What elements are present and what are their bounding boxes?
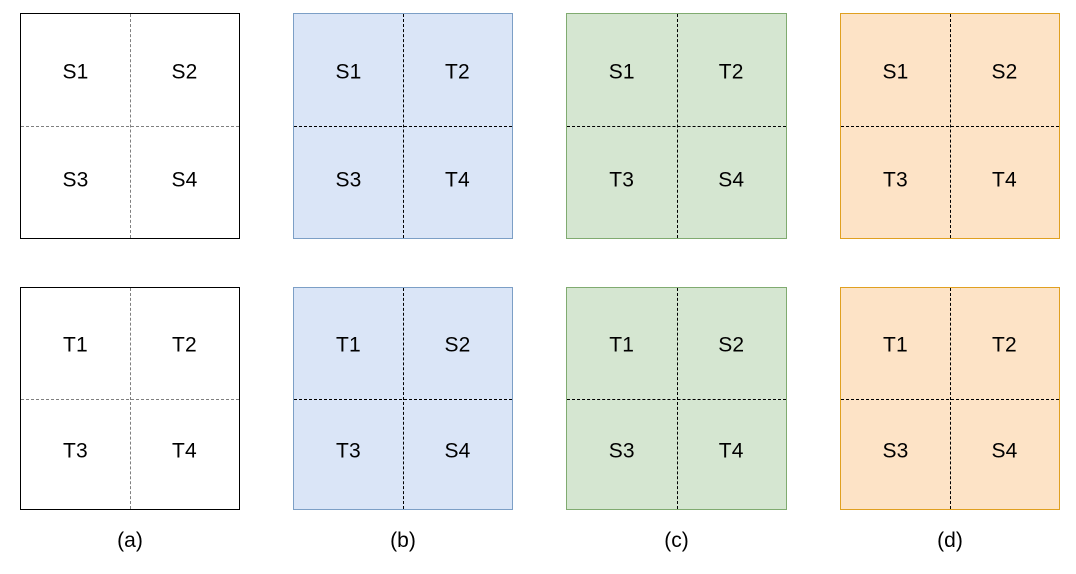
quadrant-cell: S4 <box>403 399 512 510</box>
quadrant-cell: S3 <box>841 399 950 510</box>
quadrant-label: S4 <box>991 439 1018 463</box>
quadrant-cell: T1 <box>567 288 677 399</box>
panel-b-bottom-box: T1 S2 T3 S4 <box>293 287 513 510</box>
quadrant-label: T2 <box>992 333 1017 357</box>
quadrant-label: T1 <box>609 333 635 357</box>
quadrant-label: T3 <box>609 167 635 191</box>
quadrant-cell: T3 <box>294 399 403 510</box>
quadrant-cell: T4 <box>677 399 787 510</box>
quadrant-cell: S2 <box>403 288 512 399</box>
quadrant-cell: T3 <box>21 399 130 510</box>
quadrant-cell: S4 <box>677 126 787 238</box>
quadrant-label: T2 <box>445 60 470 84</box>
panel-b-top-box: S1 T2 S3 T4 <box>293 13 513 239</box>
quadrant-label: S2 <box>718 333 745 357</box>
panel-c: S1 T2 T3 S4 <box>566 13 787 239</box>
quadrant-cell: T2 <box>950 288 1059 399</box>
quadrant-label: T2 <box>172 333 197 357</box>
quadrant-cell: S2 <box>677 288 787 399</box>
panel-a-bottom: T1 T2 T3 T4 <box>20 287 240 510</box>
quadrant-cell: T4 <box>130 399 239 510</box>
quadrant-cell: S3 <box>294 126 403 238</box>
panel-caption-d: (d) <box>937 529 963 552</box>
quadrant-label: T2 <box>718 60 744 84</box>
quadrant-label: S3 <box>335 167 362 191</box>
quadrant-cell: T2 <box>677 14 787 126</box>
panel-a-top-box: S1 S2 S3 S4 <box>20 13 240 239</box>
quadrant-label: S3 <box>62 167 89 191</box>
panel-a: S1 S2 S3 S4 <box>20 13 240 239</box>
quadrant-cell: S3 <box>21 126 130 238</box>
quadrant-label: T4 <box>445 167 470 191</box>
quadrant-label: S3 <box>608 439 635 463</box>
panel-caption-c: (c) <box>664 529 689 552</box>
quadrant-cell: T1 <box>21 288 130 399</box>
panel-c-top-box: S1 T2 T3 S4 <box>566 13 787 239</box>
quadrant-cell: T3 <box>567 126 677 238</box>
quadrant-label: T4 <box>718 439 744 463</box>
panel-caption-b: (b) <box>390 529 416 552</box>
quadrant-label: S1 <box>62 60 89 84</box>
quadrant-cell: S2 <box>950 14 1059 126</box>
panel-c-bottom: T1 S2 S3 T4 <box>566 287 787 510</box>
quadrant-label: S1 <box>335 60 362 84</box>
panel-b: S1 T2 S3 T4 <box>293 13 513 239</box>
quadrant-label: S2 <box>171 60 198 84</box>
panel-d: S1 S2 T3 T4 <box>840 13 1060 239</box>
quadrant-label: S3 <box>882 439 909 463</box>
quadrant-cell: T2 <box>130 288 239 399</box>
quadrant-label: T3 <box>63 439 88 463</box>
quadrant-label: T3 <box>336 439 361 463</box>
panel-a-bottom-box: T1 T2 T3 T4 <box>20 287 240 510</box>
quadrant-label: S2 <box>991 60 1018 84</box>
panel-d-top-box: S1 S2 T3 T4 <box>840 13 1060 239</box>
panel-d-bottom: T1 T2 S3 S4 <box>840 287 1060 510</box>
quadrant-label: S4 <box>444 439 471 463</box>
quadrant-label: S4 <box>718 167 745 191</box>
quadrant-cell: T2 <box>403 14 512 126</box>
quadrant-label: S2 <box>444 333 471 357</box>
quadrant-cell: S4 <box>130 126 239 238</box>
panel-c-bottom-box: T1 S2 S3 T4 <box>566 287 787 510</box>
quadrant-cell: S1 <box>841 14 950 126</box>
quadrant-cell: T1 <box>294 288 403 399</box>
quadrant-label: T1 <box>63 333 88 357</box>
quadrant-label: S4 <box>171 167 198 191</box>
quadrant-cell: T3 <box>841 126 950 238</box>
quadrant-cell: S3 <box>567 399 677 510</box>
quadrant-cell: S1 <box>21 14 130 126</box>
quadrant-label: S1 <box>882 60 909 84</box>
quadrant-label: T4 <box>172 439 197 463</box>
quadrant-cell: S2 <box>130 14 239 126</box>
quadrant-label: T3 <box>883 167 908 191</box>
quadrant-label: S1 <box>608 60 635 84</box>
quadrant-label: T1 <box>883 333 908 357</box>
quadrant-label: T4 <box>992 167 1017 191</box>
quadrant-cell: S1 <box>567 14 677 126</box>
panel-d-bottom-box: T1 T2 S3 S4 <box>840 287 1060 510</box>
quadrant-cell: S4 <box>950 399 1059 510</box>
quadrant-cell: T1 <box>841 288 950 399</box>
panel-caption-a: (a) <box>117 529 143 552</box>
quadrant-cell: T4 <box>403 126 512 238</box>
quadrant-cell: T4 <box>950 126 1059 238</box>
quadrant-label: T1 <box>336 333 361 357</box>
quadrant-cell: S1 <box>294 14 403 126</box>
panel-b-bottom: T1 S2 T3 S4 <box>293 287 513 510</box>
